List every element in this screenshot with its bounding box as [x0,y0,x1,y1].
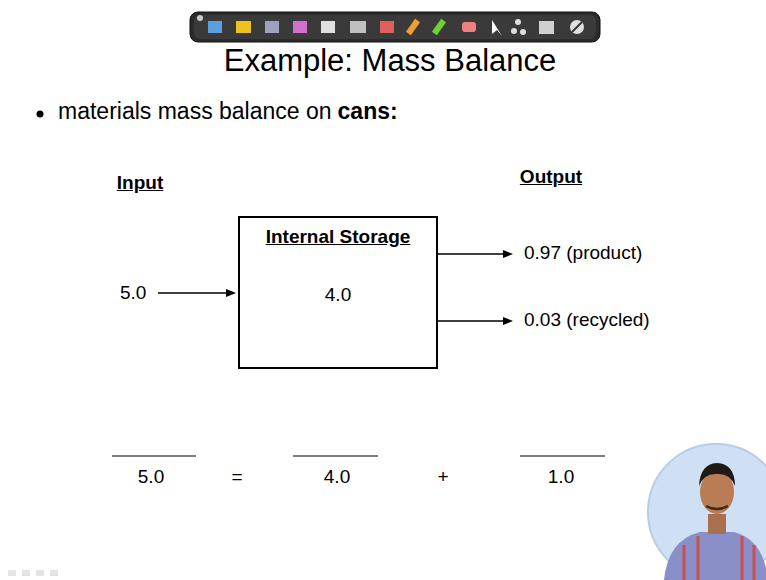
bullet-text: materials mass balance on [58,98,332,126]
box-heading: Internal Storage [266,226,411,249]
bullet-dot [37,111,44,118]
toolbar [190,12,600,42]
equation-blanks [112,455,605,456]
equation-term: 5.0 [138,466,164,489]
equation-term: 4.0 [324,466,350,489]
presenter-video [648,444,766,580]
storage-box: Internal Storage 4.0 [238,216,438,369]
box-value: 4.0 [325,284,351,307]
equation-operator: = [231,466,242,489]
output-value: 0.03 (recycled) [524,309,650,332]
slide-title: Example: Mass Balance [224,42,557,79]
output-value: 0.97 (product) [524,242,642,265]
slide-nav-icons [8,570,58,576]
bullet-bold-text: cans: [338,98,398,126]
equation-operator: + [437,466,448,489]
column-heading: Input [117,172,163,195]
column-heading: Output [520,166,582,189]
input-value: 5.0 [120,282,146,305]
equation-term: 1.0 [548,466,574,489]
